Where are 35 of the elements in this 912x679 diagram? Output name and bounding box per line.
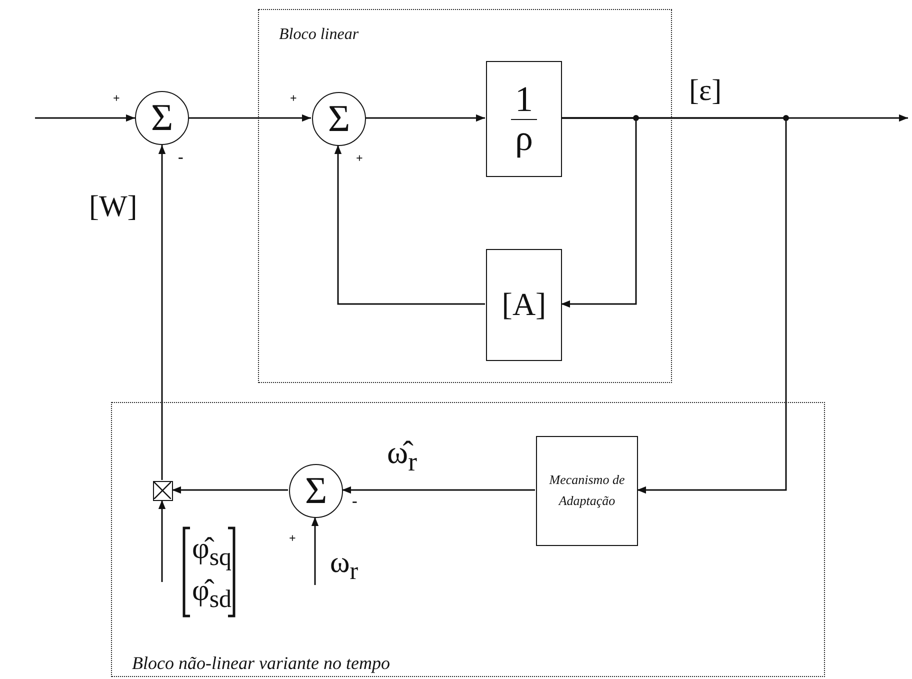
dashed-region [111,402,825,677]
signal-label: ω$_{r}$ [330,548,358,584]
arrow [334,145,485,305]
transfer-block [486,61,562,177]
region-title: Bloco não-linear variante no tempo [132,654,390,672]
summing-junction: Σ [135,91,189,145]
sign-label: + [113,92,120,104]
arrow [311,517,319,585]
arrow [158,500,166,582]
arrow [342,486,535,494]
arrow [365,114,485,122]
process-block: [A] [486,249,562,361]
sign-label: + [289,532,296,544]
process-block: Mecanismo de Adaptação [536,436,638,546]
multiplier-box [153,481,173,501]
numerator: 1 [511,80,537,120]
signal-label: [ε] [689,76,722,106]
denominator: ρ [514,120,534,158]
sign-label: - [178,150,184,166]
arrow [172,486,288,494]
signal-label: [W] [89,192,138,222]
summing-junction: Σ [289,464,343,518]
signal-label: φ̂$_{sd}$ [192,576,232,612]
sign-label: - [352,494,358,510]
arrow [561,117,787,494]
dashed-region [258,9,672,383]
sign-label: + [356,152,363,164]
summing-junction: Σ [312,92,366,146]
arrow [35,114,135,122]
signal-label: φ̂$_{sq}$ [192,534,232,570]
signal-label: ω̂$_{r}$ [387,436,417,476]
arrow [158,145,166,480]
region-title: Bloco linear [279,27,359,43]
sign-label: + [290,92,297,104]
arrow [189,114,311,122]
